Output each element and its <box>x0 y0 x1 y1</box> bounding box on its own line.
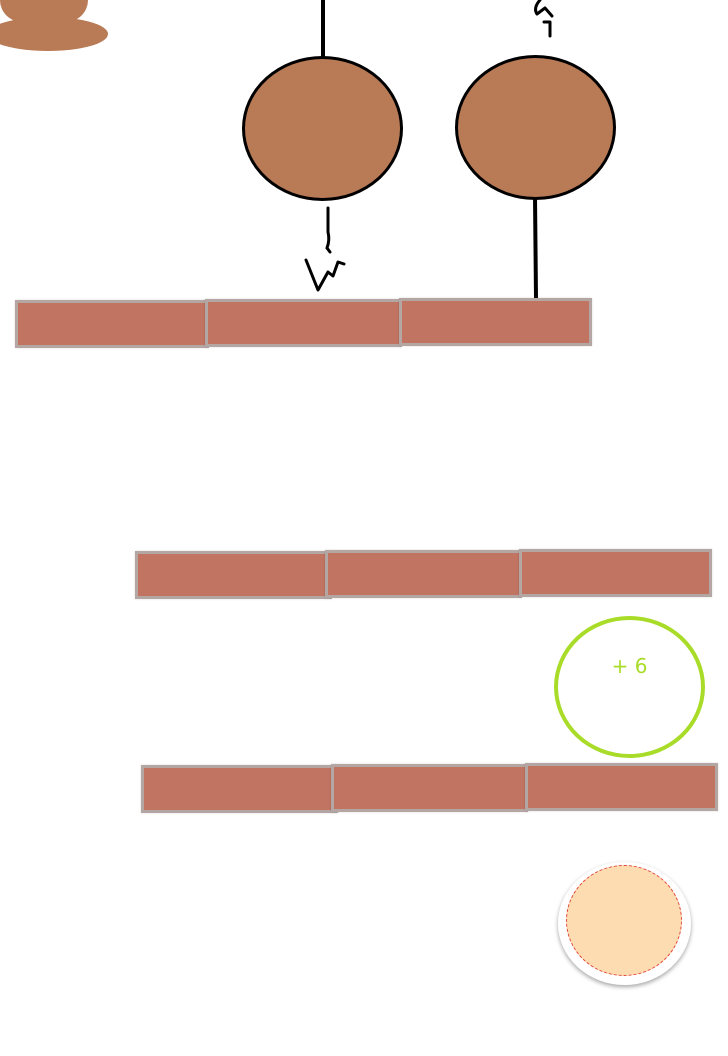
hook-right-icon <box>534 0 554 38</box>
player-ball-inner <box>566 865 682 976</box>
brick <box>399 298 592 346</box>
rope-right-bottom <box>533 196 538 299</box>
pot-base <box>0 17 108 51</box>
hanging-ball-left[interactable] <box>242 56 403 201</box>
brick <box>519 549 712 597</box>
brick <box>141 765 338 813</box>
brick <box>15 300 209 348</box>
rope-left-bottom <box>325 206 332 254</box>
bonus-ring-icon[interactable]: + 6 <box>554 616 705 758</box>
player-ball-icon[interactable] <box>558 862 691 985</box>
brick <box>525 763 718 811</box>
pot-top <box>0 0 88 22</box>
brick <box>135 551 332 599</box>
bonus-label: + 6 <box>611 654 648 678</box>
hanging-ball-right[interactable] <box>455 55 616 200</box>
brick <box>325 550 522 598</box>
hook-left-icon <box>304 258 346 292</box>
brick <box>205 299 402 347</box>
brick <box>331 764 528 812</box>
